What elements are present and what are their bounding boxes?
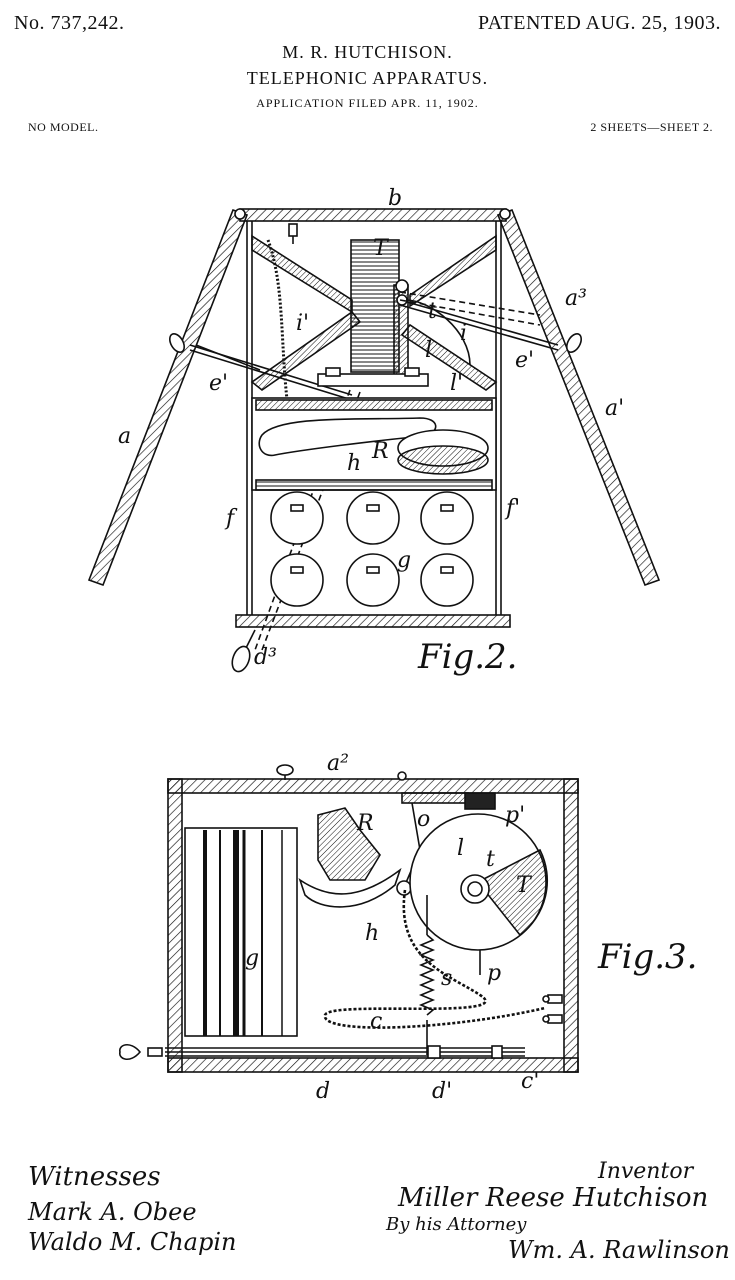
attorney-signature: Wm. A. Rawlinson [508,1236,730,1264]
drum-T [350,239,400,373]
witnesses-heading: Witnesses [28,1162,161,1192]
label-g-fig3: g [245,946,259,971]
figure-2 [87,208,661,673]
inventor-heading: Inventor [597,1159,695,1184]
label-c: c [370,1009,382,1034]
label-h: h [347,451,361,476]
label-R-fig3: R [356,811,374,836]
label-R: R [371,439,389,464]
witness-signature-2: Waldo M. Chapin [28,1228,236,1256]
label-t-fig3: t [486,847,495,872]
label-p: p [487,961,501,986]
label-t: t [428,299,437,324]
figure-2-caption: Fig.2. [417,637,517,677]
right-leg [496,208,661,587]
label-l-prime: l' [450,371,463,396]
no-model-note: NO MODEL. [28,120,99,134]
label-g: g [397,548,411,573]
label-a2: a² [327,751,349,776]
label-l-fig3: l [457,836,464,861]
figure-3 [119,764,579,1073]
label-l: l [425,338,432,363]
base-plate [235,614,511,628]
label-f-prime: f' [504,496,520,521]
sheet-count: 2 SHEETS—SHEET 2. [590,120,713,134]
attorney-line: By his Attorney [385,1214,527,1235]
left-leg [87,208,249,587]
label-h-fig3: h [365,921,379,946]
label-i: i [460,321,467,346]
label-T-fig3: T [516,873,533,898]
label-o: o [417,807,430,832]
label-a: a [118,424,131,449]
inventor-signature: Miller Reese Hutchison [397,1183,708,1213]
label-d-prime: d' [432,1079,452,1104]
top-bar [239,208,507,222]
label-d3: d³ [254,645,277,670]
label-a3: a³ [565,286,587,311]
label-T: T [373,236,390,261]
label-b: b [388,186,402,211]
label-c-prime: c' [521,1069,539,1094]
label-f: f [224,506,238,531]
application-filed: APPLICATION FILED APR. 11, 1902. [256,96,479,110]
patent-number: No. 737,242. [14,12,125,34]
label-e-prime-left: e' [209,371,228,396]
label-a-prime: a' [605,396,624,421]
label-s: s [441,966,452,991]
inventor-name: M. R. HUTCHISON. [282,42,453,62]
battery-cells [270,491,474,607]
patent-title: TELEPHONIC APPARATUS. [246,68,489,88]
figure-3-caption: Fig.3. [597,937,697,977]
cell-stack-g [184,827,298,1037]
label-e-prime-right: e' [515,348,534,373]
label-d: d [316,1079,330,1104]
label-i-prime: i' [296,311,309,336]
witness-signature-1: Mark A. Obee [27,1198,197,1226]
label-p-prime: p' [505,803,525,828]
patent-date: PATENTED AUG. 25, 1903. [478,12,721,34]
